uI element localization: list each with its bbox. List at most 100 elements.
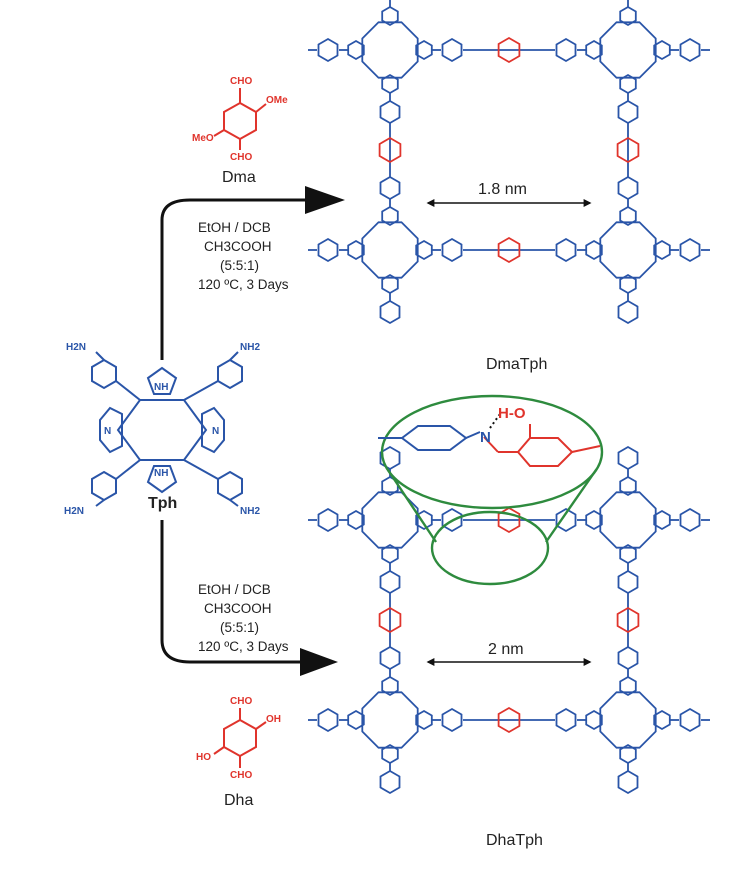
dhatph-porph-br-phenyl-2 (555, 707, 577, 733)
dhatph-porph-bl-pyrrole-2 (347, 709, 365, 731)
bottom-temp: 120 ºC, 3 Days (198, 639, 289, 654)
dmatph-porph-tr-pyrrole-0 (619, 5, 637, 27)
tph-nh2-br: NH2 (240, 506, 260, 517)
dmatph-porph-tl-pyrrole-3 (415, 39, 433, 61)
dmatph-porph-tl-phenyl-2 (317, 37, 339, 63)
inset-hbond: H-O (498, 405, 526, 422)
dha-oh: OH (266, 714, 281, 725)
dha-cho-top: CHO (230, 696, 252, 707)
bottom-solvent: EtOH / DCB (198, 582, 271, 597)
dhatph-porph-bl-core (361, 691, 419, 749)
dmatph-porph-bl-pyrrole-0 (381, 205, 399, 227)
dmatph-porph-tl-phenyl-3 (441, 37, 463, 63)
hbond-magnification: N H-O (378, 394, 604, 586)
dma-label: Dma (222, 169, 256, 186)
bottom-conditions: EtOH / DCB CH3COOH (5:5:1) 120 ºC, 3 Day… (198, 582, 289, 654)
dmatph-linker-top-ring (497, 36, 521, 64)
inset-salicyl-ring (516, 437, 574, 467)
dhatph-porph-tl-phenyl-1 (379, 569, 401, 595)
inset-ellipse-large (380, 394, 604, 510)
dha-molecule: CHO OH HO CHO Dha (196, 696, 281, 809)
dhatph-porph-tr-pyrrole-3 (653, 509, 671, 531)
dhatph-linker-left-ring (378, 606, 402, 634)
dhatph-porph-tr-phenyl-0 (617, 445, 639, 471)
dmatph-porph-bl-pyrrole-2 (347, 239, 365, 261)
dmatph-porph-br-phenyl-3 (679, 237, 701, 263)
tph-n-right: N (212, 426, 219, 437)
bottom-ratio: (5:5:1) (220, 620, 259, 635)
dmatph-porph-br-pyrrole-0 (619, 205, 637, 227)
dmatph-porph-tl-pyrrole-0 (381, 5, 399, 27)
dma-cho-bottom: CHO (230, 152, 252, 163)
top-arrowhead (305, 186, 345, 214)
dmatph-porph-tr-core (599, 21, 657, 79)
dmatph-porph-tl-core (361, 21, 419, 79)
dmatph-porph-tr-phenyl-1 (617, 99, 639, 125)
top-acid: CH3COOH (204, 239, 272, 254)
dmatph-porph-br-phenyl-1 (617, 299, 639, 325)
dhatph-porph-bl-phenyl-0 (379, 645, 401, 671)
dmatph-porph-br-phenyl-0 (617, 175, 639, 201)
dmatph-porph-bl-core (361, 221, 419, 279)
dha-cho-bottom: CHO (230, 770, 252, 781)
top-solvent: EtOH / DCB (198, 220, 271, 235)
top-conditions: EtOH / DCB CH3COOH (5:5:1) 120 ºC, 3 Day… (198, 220, 289, 292)
dhatph-porph-br-phenyl-3 (679, 707, 701, 733)
dma-meo: MeO (192, 133, 214, 144)
dmatph-porph-br-core (599, 221, 657, 279)
tph-nh-bottom: NH (154, 468, 168, 479)
dmatph-porph-tl-pyrrole-2 (347, 39, 365, 61)
tph-phenyl-tr (217, 358, 243, 390)
tph-pyrrole-left (99, 406, 123, 454)
dmatph-porph-bl-pyrrole-3 (415, 239, 433, 261)
dmatph-porph-tr-pyrrole-3 (653, 39, 671, 61)
framework-structures (308, 0, 710, 795)
dmatph-porph-br-pyrrole-3 (653, 239, 671, 261)
tph-label: Tph (148, 495, 177, 512)
top-temp: 120 ºC, 3 Days (198, 277, 289, 292)
dhatph-porph-br-pyrrole-3 (653, 709, 671, 731)
dmatph-porph-tr-phenyl-2 (555, 37, 577, 63)
dmatph-porph-tr-pyrrole-2 (585, 39, 603, 61)
dmatph-linker-right-ring (616, 136, 640, 164)
dmatph-porph-bl-phenyl-1 (379, 299, 401, 325)
dhatph-porph-br-phenyl-0 (617, 645, 639, 671)
dhatph-linker-top-ring (497, 506, 521, 534)
tph-pyrrole-right (201, 406, 225, 454)
dhatph-porph-tr-pyrrole-0 (619, 475, 637, 497)
dma-ome: OMe (266, 95, 288, 106)
dhatph-porph-bl-phenyl-3 (441, 707, 463, 733)
dmatph-porph-tl-phenyl-1 (379, 99, 401, 125)
dhatph-linker-bottom-ring (497, 706, 521, 734)
dmatph-porph-br-phenyl-2 (555, 237, 577, 263)
inset-n: N (480, 429, 491, 446)
tph-n-left: N (104, 426, 111, 437)
dhatph-label: DhaTph (486, 832, 543, 849)
dma-ring (223, 101, 257, 141)
tph-phenyl-br (217, 470, 243, 502)
dhatph-porph-bl-phenyl-2 (317, 707, 339, 733)
dhatph-porph-tl-pyrrole-3 (415, 509, 433, 531)
dhatph-pore-label: 2 nm (488, 641, 524, 658)
dha-ring (223, 718, 257, 758)
dma-molecule: CHO OMe MeO CHO Dma (192, 76, 288, 186)
dhatph-porph-tr-pyrrole-2 (585, 509, 603, 531)
dmatph-pore-label: 1.8 nm (478, 181, 527, 198)
dmatph-label: DmaTph (486, 356, 547, 373)
tph-core (116, 399, 208, 461)
dhatph-porph-tr-phenyl-2 (555, 507, 577, 533)
dhatph-linker-right-ring (616, 606, 640, 634)
dmatph-porph-bl-phenyl-0 (379, 175, 401, 201)
tph-molecule (91, 351, 243, 507)
tph-phenyl-tl (91, 358, 117, 390)
dmatph-linker-bottom-ring (497, 236, 521, 264)
dmatph-porph-bl-phenyl-3 (441, 237, 463, 263)
dhatph-porph-br-phenyl-1 (617, 769, 639, 795)
inset-phenyl (400, 425, 468, 451)
dhatph-porph-tr-core (599, 491, 657, 549)
dma-cho-top: CHO (230, 76, 252, 87)
dmatph-porph-tr-phenyl-3 (679, 37, 701, 63)
top-reaction-arrow (160, 198, 315, 360)
dhatph-porph-tl-pyrrole-2 (347, 509, 365, 531)
